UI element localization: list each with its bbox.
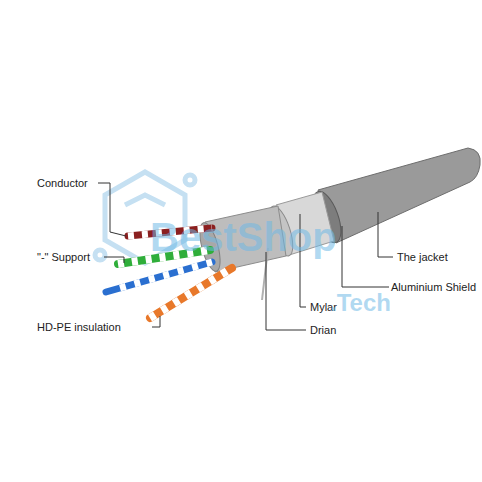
watermark: BestShop <box>150 212 337 262</box>
part-label: Aluminium Shield <box>391 280 476 294</box>
watermark: .Tech <box>330 288 391 318</box>
part-label: The jacket <box>397 250 448 264</box>
wire-orange <box>150 268 232 318</box>
leader-lines <box>98 183 393 330</box>
part-label: "-" Support <box>37 250 90 264</box>
part-label: Conductor <box>37 176 88 190</box>
part-label: Drian <box>310 323 336 337</box>
part-label: HD-PE insulation <box>37 320 121 334</box>
wire-orange-stripe <box>150 268 232 318</box>
